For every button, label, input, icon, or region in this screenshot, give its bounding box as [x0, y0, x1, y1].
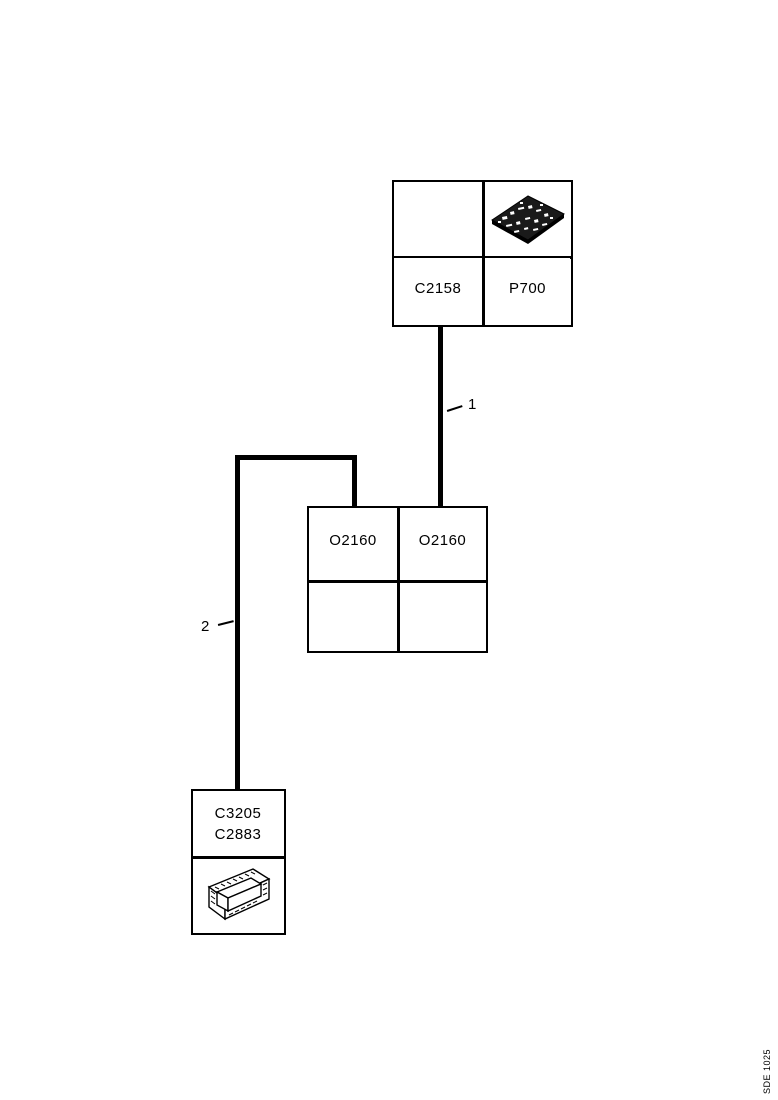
middle-box-row-divider — [309, 580, 486, 583]
bottom-box-illustration-cell — [193, 859, 283, 932]
radiator-frame-icon — [201, 863, 277, 929]
callout-2-leader-line — [217, 620, 234, 626]
top-box-part-cell[interactable]: P700 — [485, 258, 570, 324]
circuit-board-module-icon — [484, 184, 572, 256]
wire-segment-2-vertical-right — [352, 455, 357, 523]
middle-box-left-label: O2160 — [329, 532, 377, 549]
callout-1-number: 1 — [468, 396, 477, 413]
callout-2-number: 2 — [201, 618, 210, 635]
bottom-component-box[interactable]: C3205 C2883 — [191, 789, 286, 935]
middle-box-right-lower-cell[interactable] — [400, 583, 485, 650]
bottom-box-label-line-1: C3205 — [214, 805, 262, 822]
bottom-box-label-line-2: C2883 — [214, 826, 262, 843]
middle-box-left-lower-cell[interactable] — [309, 583, 397, 650]
top-box-column-divider — [482, 182, 485, 325]
corner-drawing-reference: SDE 1025 — [762, 1048, 772, 1094]
top-component-box[interactable]: C2158 P700 — [392, 180, 573, 327]
top-box-illustration-blank-cell — [394, 182, 482, 256]
top-box-connector-label: C2158 — [414, 280, 462, 297]
wire-segment-2-horizontal — [235, 455, 357, 460]
bottom-box-row-divider — [193, 856, 284, 859]
callout-1-leader-line — [446, 405, 463, 412]
wire-segment-2-vertical-left — [235, 455, 240, 790]
top-box-part-label: P700 — [508, 280, 547, 297]
middle-component-box[interactable]: O2160 O2160 — [307, 506, 488, 653]
wire-segment-1-vertical — [438, 327, 443, 522]
top-box-connector-cell[interactable]: C2158 — [394, 258, 482, 324]
middle-box-column-divider — [397, 508, 400, 651]
middle-box-right-cell[interactable]: O2160 — [400, 508, 485, 580]
middle-box-left-cell[interactable]: O2160 — [309, 508, 397, 580]
bottom-box-label-cell[interactable]: C3205 C2883 — [193, 791, 283, 856]
middle-box-right-label: O2160 — [418, 532, 467, 549]
